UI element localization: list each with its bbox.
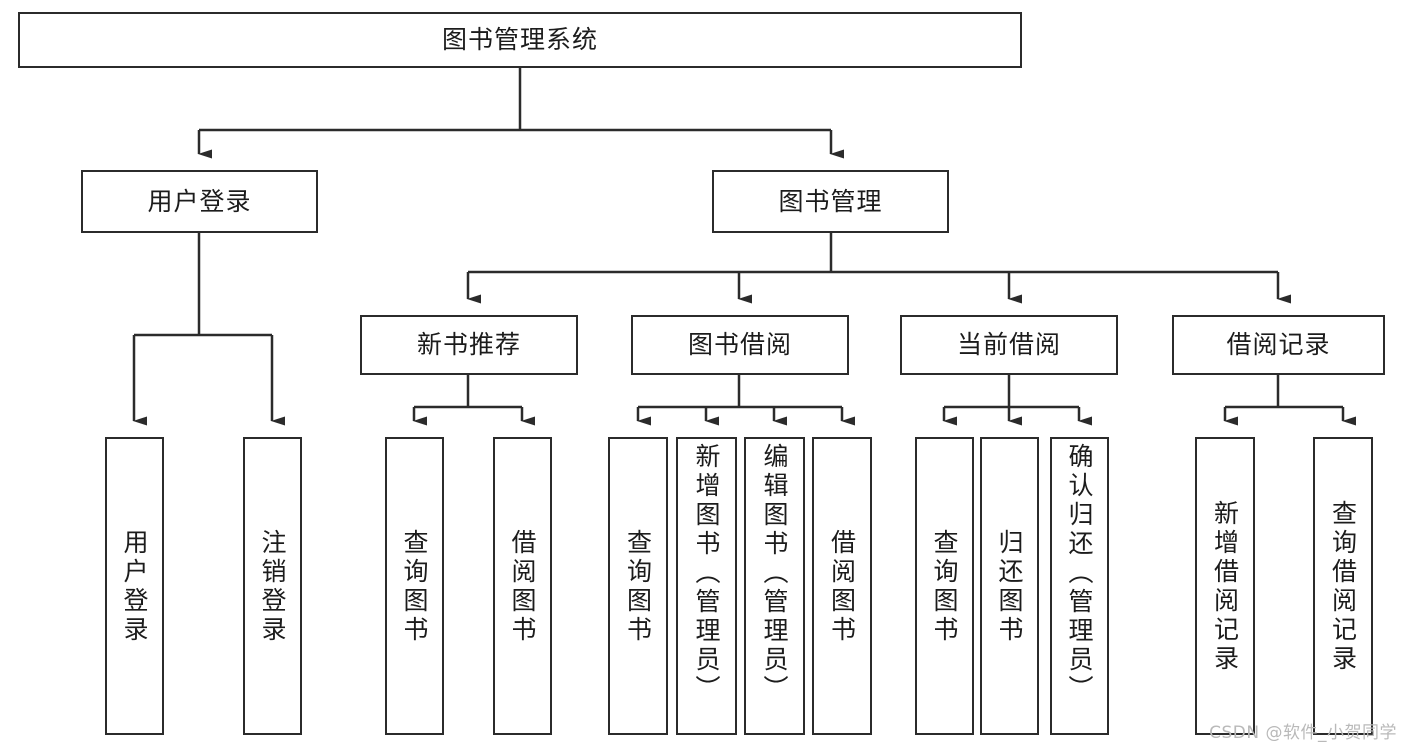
leaf-book-borrow-add-book-admin-label: 新增图书（管理员）: [692, 443, 721, 704]
watermark-text: CSDN @软件_小贺同学: [1209, 723, 1397, 743]
leaf-borrow-record-add-record[interactable]: 新增借阅记录: [1195, 437, 1255, 735]
leaf-current-borrow-query-book[interactable]: 查询图书: [915, 437, 974, 735]
node-book-borrow-label: 图书借阅: [687, 330, 792, 360]
leaf-book-borrow-borrow-book-label: 借阅图书: [827, 529, 857, 645]
leaf-user-login-login[interactable]: 用户登录: [105, 437, 164, 735]
node-current-borrow[interactable]: 当前借阅: [900, 315, 1118, 375]
leaf-new-book-borrow-book[interactable]: 借阅图书: [493, 437, 552, 735]
leaf-book-borrow-query-book[interactable]: 查询图书: [608, 437, 668, 735]
node-current-borrow-label: 当前借阅: [956, 330, 1061, 360]
leaf-new-book-query-book[interactable]: 查询图书: [385, 437, 444, 735]
leaf-new-book-borrow-book-label: 借阅图书: [508, 529, 537, 645]
leaf-book-borrow-add-book-admin[interactable]: 新增图书（管理员）: [676, 437, 737, 735]
leaf-current-borrow-return-book[interactable]: 归还图书: [980, 437, 1039, 735]
leaf-current-borrow-confirm-return-admin-label: 确认归还（管理员）: [1065, 443, 1094, 704]
node-book-management[interactable]: 图书管理: [712, 170, 949, 233]
leaf-user-login-login-label: 用户登录: [120, 529, 149, 645]
leaf-borrow-record-add-record-label: 新增借阅记录: [1210, 500, 1240, 674]
leaf-user-login-logout-label: 注销登录: [258, 529, 287, 645]
node-root-label: 图书管理系统: [441, 25, 598, 55]
leaf-borrow-record-query-record-label: 查询借阅记录: [1328, 500, 1358, 674]
leaf-current-borrow-confirm-return-admin[interactable]: 确认归还（管理员）: [1050, 437, 1109, 735]
leaf-user-login-logout[interactable]: 注销登录: [243, 437, 302, 735]
leaf-current-borrow-return-book-label: 归还图书: [995, 529, 1024, 645]
leaf-book-borrow-borrow-book[interactable]: 借阅图书: [812, 437, 872, 735]
node-root-book-management-system[interactable]: 图书管理系统: [18, 12, 1022, 68]
leaf-book-borrow-edit-book-admin[interactable]: 编辑图书（管理员）: [744, 437, 805, 735]
node-new-book-recommend[interactable]: 新书推荐: [360, 315, 578, 375]
node-user-login[interactable]: 用户登录: [81, 170, 318, 233]
node-borrow-record-label: 借阅记录: [1226, 330, 1331, 360]
leaf-borrow-record-query-record[interactable]: 查询借阅记录: [1313, 437, 1373, 735]
node-book-management-label: 图书管理: [778, 186, 883, 216]
node-borrow-record[interactable]: 借阅记录: [1172, 315, 1385, 375]
leaf-book-borrow-query-book-label: 查询图书: [623, 529, 653, 645]
leaf-book-borrow-edit-book-admin-label: 编辑图书（管理员）: [760, 443, 789, 704]
leaf-new-book-query-book-label: 查询图书: [400, 529, 429, 645]
node-user-login-label: 用户登录: [147, 186, 252, 216]
node-book-borrow[interactable]: 图书借阅: [631, 315, 849, 375]
node-new-book-recommend-label: 新书推荐: [416, 330, 521, 360]
leaf-current-borrow-query-book-label: 查询图书: [930, 529, 959, 645]
